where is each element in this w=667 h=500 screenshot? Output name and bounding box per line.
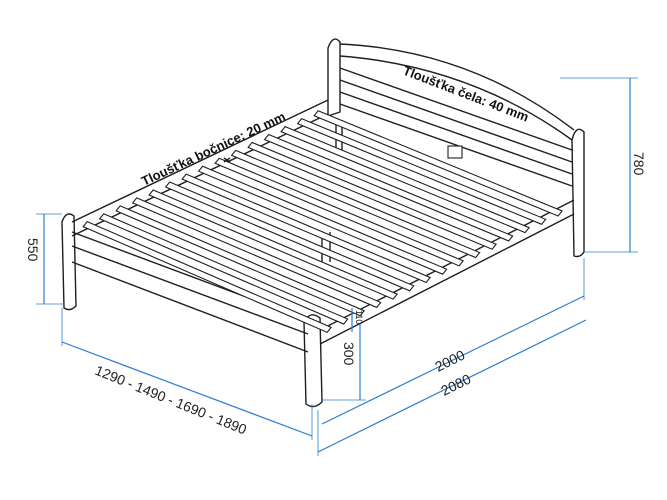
headboard-rail-1 [339,55,573,141]
headboard [327,38,585,258]
dim-width-line [61,341,313,437]
head-thickness-label: Tloušťka čela: 40 mm [401,63,531,125]
dim-2080-label: 2080 [438,371,473,399]
dim-2000-label: 2000 [432,347,467,375]
right-side-rail-top [319,199,575,331]
slat [214,157,465,267]
foot-rail-mid [71,245,309,335]
left-side-rail-bottom [71,113,329,237]
slat [115,205,366,317]
dim-110-label: 110 [354,310,364,324]
slat [82,220,333,334]
slats [82,110,563,334]
dim-2080-line [317,319,587,453]
headboard-rail-4 [339,91,573,175]
foot-left-post [61,213,77,311]
dim-300-label: 300 [341,342,357,366]
dim-780-label: 780 [631,152,647,176]
thickness-arrow-icon [223,157,231,163]
dim-2000-line [321,295,585,425]
headboard-left-post [327,38,341,117]
right-side-rail-bottom [319,213,575,345]
foot-rail-bottom [71,261,309,353]
dimension-lines [36,77,638,456]
slat [280,125,531,234]
slat [263,133,514,242]
dim-width-label: 1290 - 1490 - 1690 - 1890 [93,362,249,438]
headboard-rail-2 [339,67,573,151]
headboard-top-arch [339,43,575,131]
slat [313,110,563,217]
headboard-rail-3 [339,79,573,163]
slat [148,189,399,300]
slat [131,197,382,309]
slat [197,165,448,275]
slat [98,213,349,325]
bed-frame [61,99,575,408]
left-side-rail-top [71,99,329,223]
headboard-rail-5 [339,103,573,187]
foot-right-post [303,314,323,408]
center-beam-bracket [447,145,463,159]
slat [247,141,498,250]
headboard-right-post [571,128,585,258]
dim-550-label: 550 [25,238,41,262]
slat [230,149,481,259]
slat [296,118,547,225]
slat [181,173,432,284]
slat [164,181,415,292]
